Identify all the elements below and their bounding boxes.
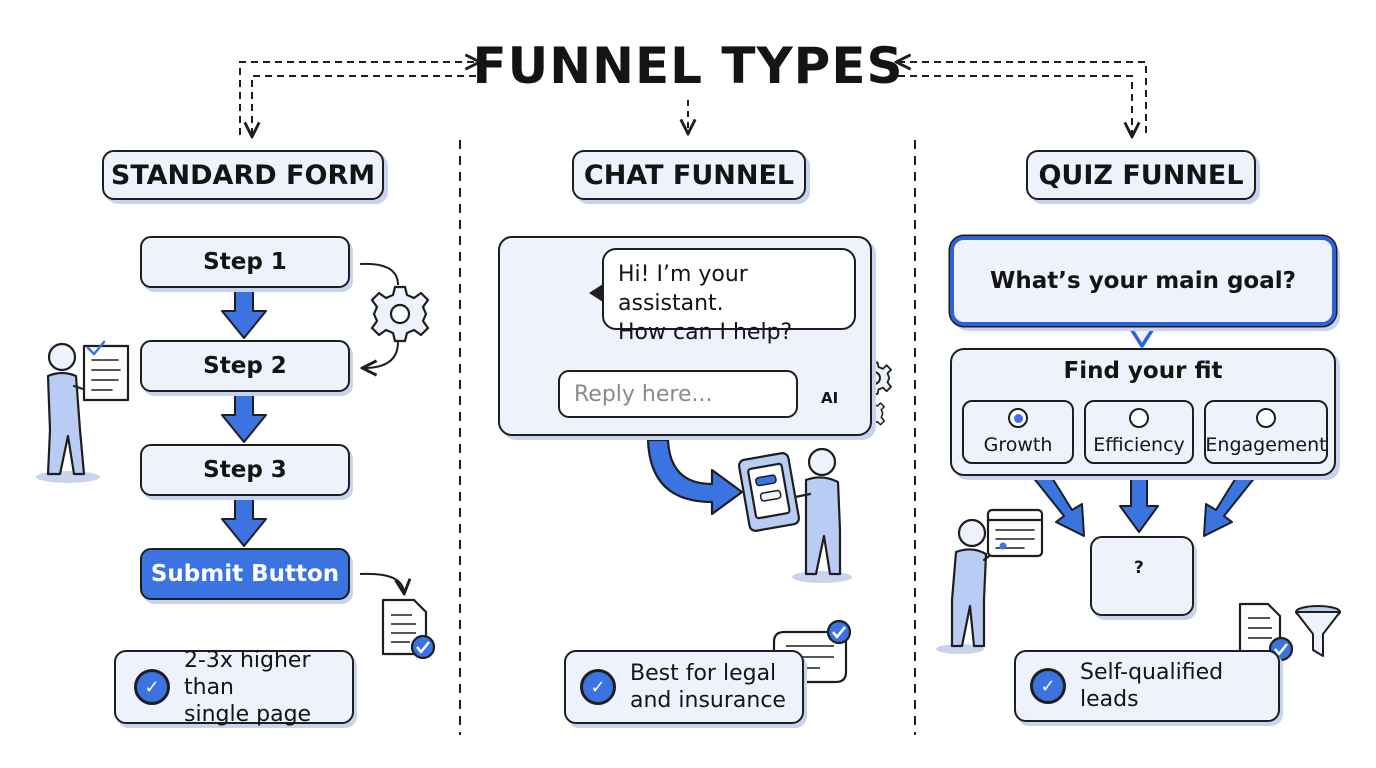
option-growth-label: Growth xyxy=(983,434,1053,456)
checkmark-icon: ✓ xyxy=(134,669,170,705)
curved-arrow xyxy=(646,438,744,516)
quiz-note-text: Self-qualified leads xyxy=(1080,660,1224,712)
option-engagement-label: Engagement xyxy=(1205,434,1327,456)
chat-note-line1: Best for legal xyxy=(630,661,777,686)
assistant-bubble: Hi! I’m your assistant. How can I help? xyxy=(602,248,856,345)
step-2-box[interactable]: Step 2 xyxy=(140,340,350,392)
standard-note: ✓ 2-3x higher than single page xyxy=(114,648,354,727)
standard-form-header: STANDARD FORM xyxy=(102,150,384,200)
chat-funnel-header: CHAT FUNNEL xyxy=(572,150,806,200)
gear-icon xyxy=(370,285,430,343)
quiz-down-arrows xyxy=(1031,467,1257,537)
funnel-question-mark: ? xyxy=(1134,558,1144,578)
chat-note-line2: and insurance xyxy=(630,688,786,713)
radio-icon[interactable] xyxy=(1129,408,1149,428)
step-down-arrows xyxy=(221,287,267,547)
person-with-document xyxy=(36,340,130,483)
option-efficiency-label: Efficiency xyxy=(1093,434,1185,456)
quiz-funnel-header: QUIZ FUNNEL xyxy=(1026,150,1256,200)
document-check-icon xyxy=(381,598,436,660)
step-3-box[interactable]: Step 3 xyxy=(140,444,350,496)
reply-input[interactable]: Reply here... xyxy=(558,370,798,418)
person-at-screen xyxy=(936,508,1044,654)
chat-note: ✓ Best for legal and insurance xyxy=(564,650,804,724)
bubble-tail xyxy=(589,284,603,302)
quiz-question: What’s your main goal? xyxy=(950,236,1336,326)
standard-note-line1: 2-3x higher than xyxy=(184,647,311,700)
title-connector-left xyxy=(239,62,478,135)
assistant-bubble-line1: Hi! I’m your assistant. xyxy=(618,262,748,316)
standard-note-text: 2-3x higher than single page xyxy=(184,647,352,728)
radio-icon[interactable] xyxy=(1256,408,1276,428)
quiz-note: ✓ Self-qualified leads xyxy=(1014,650,1280,722)
question-tail xyxy=(1126,323,1158,348)
option-efficiency[interactable]: Efficiency xyxy=(1084,400,1194,464)
person-with-tablet xyxy=(737,447,852,583)
assistant-bubble-line2: How can I help? xyxy=(618,320,793,345)
option-engagement[interactable]: Engagement xyxy=(1204,400,1328,464)
title-connector-right xyxy=(898,62,1147,135)
page-title: FUNNEL TYPES xyxy=(472,37,904,95)
checkmark-icon: ✓ xyxy=(1030,668,1066,704)
ai-label: AI xyxy=(821,389,839,407)
chat-note-text: Best for legal and insurance xyxy=(630,660,786,714)
find-your-fit-label: Find your fit xyxy=(1063,358,1223,384)
funnel-result-box xyxy=(1090,536,1194,616)
small-funnel-icon xyxy=(1295,605,1341,657)
option-growth[interactable]: Growth xyxy=(962,400,1074,464)
standard-note-line2: single page xyxy=(184,701,312,727)
radio-selected-icon[interactable] xyxy=(1008,408,1028,428)
step-1-box[interactable]: Step 1 xyxy=(140,236,350,288)
checkmark-icon: ✓ xyxy=(580,669,616,705)
submit-button[interactable]: Submit Button xyxy=(140,548,350,600)
